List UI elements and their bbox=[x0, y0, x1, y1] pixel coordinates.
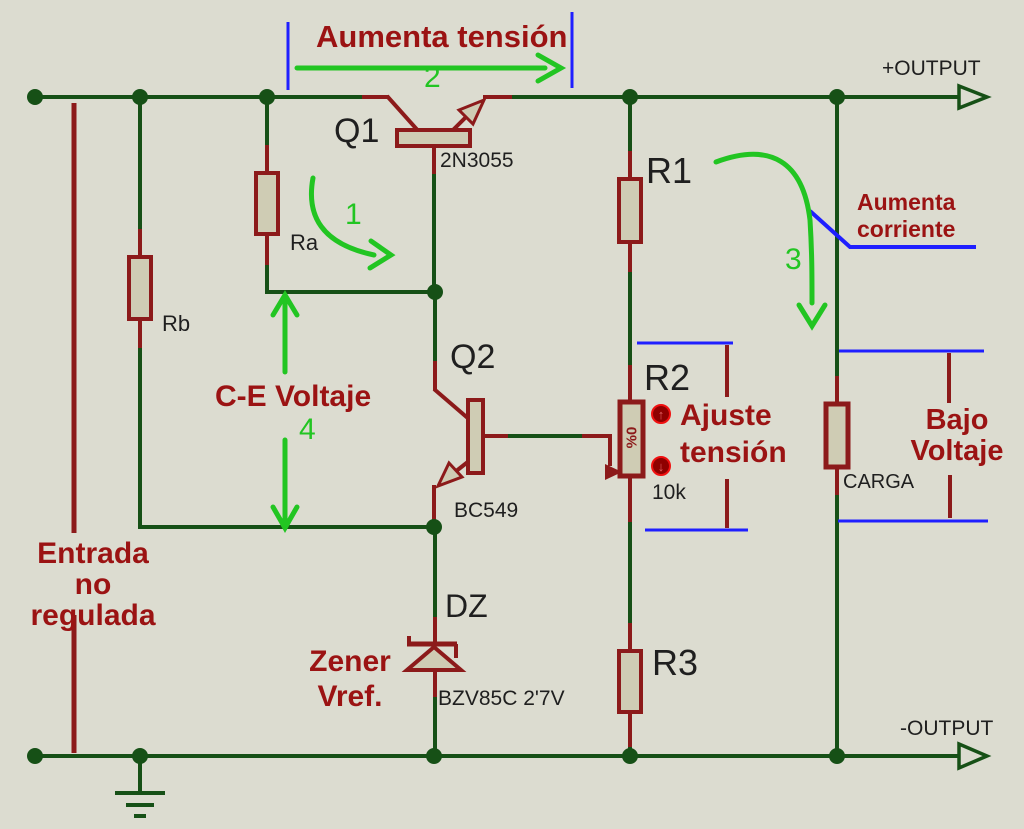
aumenta-tension-annotation: Aumenta tensión bbox=[316, 19, 568, 54]
ground-symbol bbox=[115, 756, 165, 818]
zener-vref-annotation: Zener Vref. bbox=[300, 644, 400, 714]
r1-ref-label: R1 bbox=[646, 150, 693, 191]
step3-curved-arrow bbox=[713, 151, 815, 306]
dz-ref-label: DZ bbox=[445, 588, 488, 624]
ajuste-line2: tensión bbox=[680, 436, 787, 469]
entrada-line2: no regulada bbox=[30, 568, 156, 632]
bajo-voltaje-annotation: Bajo Voltaje bbox=[903, 405, 1011, 467]
negative-output-arrow-icon bbox=[957, 741, 992, 771]
r2-ref-label: R2 bbox=[644, 357, 691, 398]
carga-ref-label: CARGA bbox=[843, 471, 915, 493]
component-leads bbox=[138, 94, 839, 747]
q1-emitter-arrowhead bbox=[456, 97, 487, 127]
ra-body bbox=[254, 171, 280, 236]
positive-output-label: +OUTPUT bbox=[882, 57, 981, 80]
aumenta-corriente-annotation: Aumenta corriente bbox=[857, 189, 955, 243]
aumenta-corriente-line1: Aumenta bbox=[857, 189, 956, 215]
q1-part-label: 2N3055 bbox=[440, 149, 514, 172]
q2-base-bar bbox=[466, 398, 485, 475]
step2-number: 2 bbox=[424, 61, 441, 94]
pot-wiper-readout: %0 bbox=[623, 426, 641, 449]
zener-line2: Vref. bbox=[317, 680, 383, 713]
zener-line1: Zener bbox=[309, 645, 391, 678]
step1-curved-arrow bbox=[308, 175, 377, 258]
zener-diode-symbol bbox=[401, 636, 467, 672]
bajo-line2: Voltaje bbox=[910, 435, 1004, 467]
ra-ref-label: Ra bbox=[290, 230, 319, 255]
arrow-up-icon: ↑ bbox=[657, 406, 665, 422]
negative-output-label: -OUTPUT bbox=[900, 717, 994, 740]
junction-dots bbox=[27, 89, 845, 764]
carga-body bbox=[823, 401, 851, 470]
entrada-annotation: Entrada no regulada bbox=[8, 538, 178, 631]
r2-pot-body bbox=[617, 399, 646, 479]
component-bodies bbox=[127, 128, 851, 714]
green-arrows bbox=[270, 52, 828, 534]
q1-ref-label: Q1 bbox=[334, 112, 380, 150]
positive-output-arrow-icon bbox=[957, 83, 992, 111]
ce-voltaje-annotation: C-E Voltaje bbox=[215, 380, 372, 413]
r2-value-label: 10k bbox=[652, 481, 686, 504]
aumenta-corriente-pointer bbox=[808, 209, 976, 249]
aumenta-corriente-line2: corriente bbox=[857, 216, 956, 242]
step1-number: 1 bbox=[345, 198, 362, 231]
r1-body bbox=[617, 177, 643, 244]
bajo-line1: Bajo bbox=[925, 404, 989, 436]
r3-body bbox=[617, 649, 643, 714]
step4-number: 4 bbox=[299, 413, 316, 446]
pot-increase-button[interactable]: ↑ bbox=[651, 404, 671, 424]
step3-number: 3 bbox=[785, 243, 802, 276]
arrow-down-icon: ↓ bbox=[657, 458, 665, 474]
rb-body bbox=[127, 255, 153, 321]
q2-ref-label: Q2 bbox=[450, 338, 496, 376]
q1-base-bar bbox=[395, 128, 472, 148]
wires bbox=[35, 95, 959, 758]
rb-ref-label: Rb bbox=[162, 311, 191, 336]
q2-part-label: BC549 bbox=[454, 499, 519, 522]
bracket-ticks bbox=[725, 345, 952, 528]
entrada-line1: Entrada bbox=[37, 537, 149, 570]
pot-wiper-arrow bbox=[605, 464, 622, 480]
dz-part-label: BZV85C 2'7V bbox=[438, 687, 565, 710]
r3-ref-label: R3 bbox=[652, 642, 699, 683]
blue-markers bbox=[286, 12, 988, 532]
q2-emitter-arrowhead bbox=[435, 460, 465, 489]
ajuste-line1: Ajuste bbox=[680, 399, 772, 432]
pot-decrease-button[interactable]: ↓ bbox=[651, 456, 671, 476]
ajuste-tension-annotation: Ajuste tensión bbox=[680, 397, 787, 471]
